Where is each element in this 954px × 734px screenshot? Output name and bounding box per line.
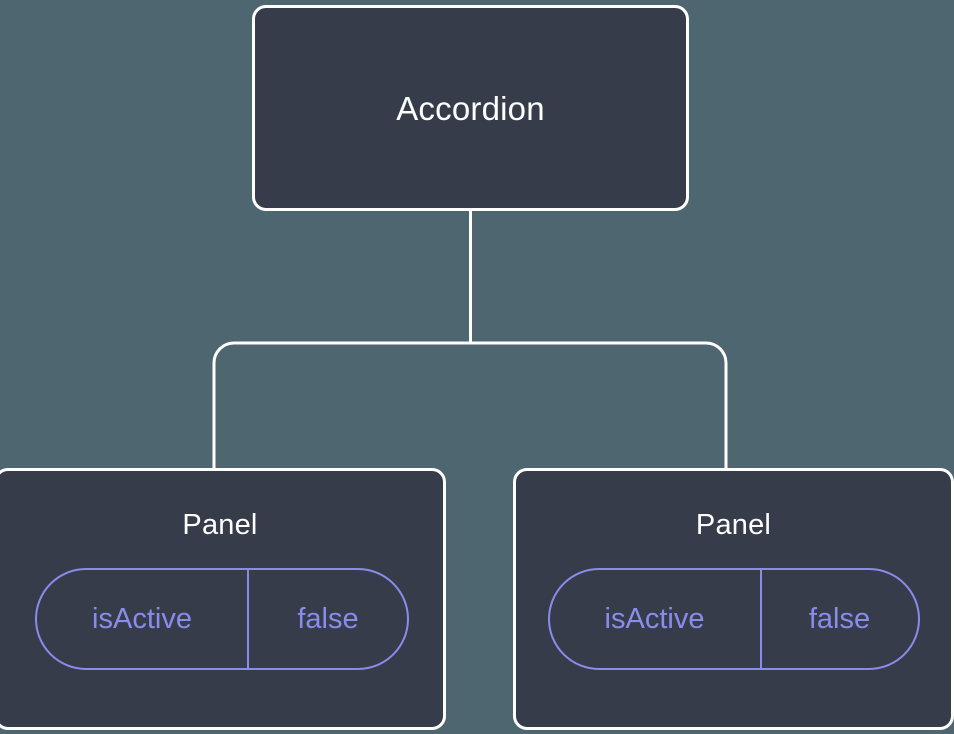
edge-bus-right: [470, 341, 728, 470]
node-panel-right[interactable]: Panel isActive false: [513, 468, 954, 730]
prop-key-isactive-left: isActive: [37, 570, 249, 668]
prop-pill-right[interactable]: isActive false: [547, 568, 920, 670]
edge-bus-left: [212, 341, 471, 470]
prop-value-isactive-left: false: [297, 602, 359, 635]
node-panel-right-title: Panel: [695, 509, 772, 541]
prop-value-isactive-right: false: [808, 602, 871, 635]
prop-pill-left[interactable]: isActive false: [35, 568, 409, 670]
node-accordion-title: Accordion: [396, 89, 545, 127]
node-panel-left[interactable]: Panel isActive false: [0, 468, 446, 730]
node-accordion[interactable]: Accordion: [252, 5, 689, 211]
prop-key-isactive-right: isActive: [550, 570, 762, 668]
node-panel-left-title: Panel: [182, 509, 258, 541]
